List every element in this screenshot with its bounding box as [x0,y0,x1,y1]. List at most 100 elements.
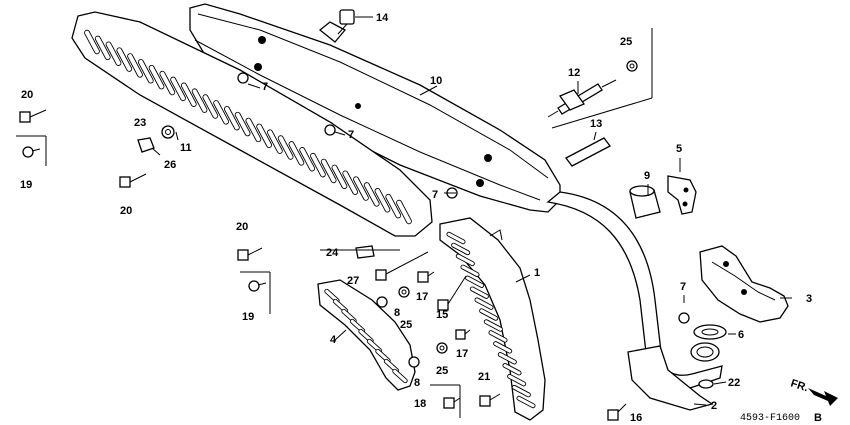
vent-slot [502,362,522,376]
vent-slot [84,29,100,55]
vent-slot [245,117,262,143]
diagram-code: 4593-F1600 B [740,412,822,424]
vent-slot [511,384,531,398]
vent-slot [310,152,326,178]
heat-guard-1-slots [446,231,536,409]
vent-slot [474,297,494,310]
gasket-6-part [693,324,727,340]
vent-slot [159,70,176,96]
vent-slot [396,199,412,225]
vent-slot [507,373,527,387]
vent-slot [385,193,402,219]
heat-guard-4-slots [324,288,408,384]
vent-slot [94,35,111,61]
vent-slot [116,47,133,72]
collar-13-part [565,137,611,167]
vent-slot [460,264,480,278]
callout-25-a: 25 [620,36,632,48]
callout-26: 26 [164,159,176,171]
vent-slot [488,330,508,343]
vent-slot [267,129,283,154]
vent-slot [353,176,369,201]
callout-9: 9 [644,170,650,182]
callout-20-a: 20 [21,89,33,101]
callout-14: 14 [376,12,389,24]
vent-slot [148,64,165,90]
vent-slot [191,88,208,113]
stud-bolt-12-part [547,79,617,118]
vent-slot [127,53,143,78]
callout-23: 23 [134,117,146,129]
vent-slot [516,395,536,409]
diagram-code-suffix: B [814,412,822,424]
vent-slot [170,76,186,102]
callout-12: 12 [568,67,580,79]
vent-slot [234,111,251,137]
vent-slot [483,319,503,332]
vent-slot [320,158,337,184]
callout-25-c: 25 [436,365,448,377]
fasteners [19,60,714,421]
bracket-5-part [667,175,697,215]
callout-4: 4 [330,334,337,346]
vent-slot [497,352,517,365]
callout-17-a: 17 [416,291,428,303]
callout-10: 10 [430,75,442,87]
vent-slot [392,368,408,384]
vent-slot [223,105,240,131]
callout-11: 11 [180,142,192,154]
front-direction-indicator: FR. [789,377,838,406]
vent-slot [479,308,499,321]
callout-20-b: 20 [120,205,132,217]
leader-lines [16,16,792,418]
vent-slot [469,286,489,299]
protector-3-part [699,245,789,323]
vent-slot [451,242,471,256]
vent-slot [493,341,513,354]
callout-15: 15 [436,309,448,321]
vent-slot [202,94,219,119]
callout-27: 27 [347,275,359,287]
callout-2: 2 [711,400,717,412]
callout-8-b: 8 [414,377,420,389]
front-arrow-icon [808,388,838,406]
vent-slot [446,231,466,245]
vent-slot [331,164,348,190]
exhaust-pipe-part [546,191,723,411]
vent-slot [137,59,154,84]
vent-slot [213,100,229,125]
callout-21: 21 [478,371,490,383]
heat-guard-11-slots [84,29,412,225]
callout-7-d: 7 [680,281,686,293]
vent-slot [455,253,475,267]
sleeve-9-part [629,185,661,219]
vent-slot [374,188,391,213]
callout-5: 5 [676,143,682,155]
vent-slot [180,82,197,107]
callout-24: 24 [326,247,339,259]
vent-slot [363,182,380,207]
callout-7-a: 7 [262,81,268,93]
callout-18: 18 [414,398,426,410]
vent-slot [256,123,273,149]
vent-slot [277,135,294,160]
callout-19-b: 19 [242,311,254,323]
callout-3: 3 [806,293,812,305]
callout-7-c: 7 [432,189,438,201]
callout-8-a: 8 [394,307,400,319]
callout-6: 6 [738,329,744,341]
callout-17-b: 17 [456,348,468,360]
callout-1: 1 [534,267,540,279]
callout-20-c: 20 [236,221,248,233]
callout-13: 13 [590,118,602,130]
muffler-part [189,3,561,213]
pipe-joint-part [690,342,720,362]
callout-19-a: 19 [20,179,32,191]
callout-22: 22 [728,377,740,389]
diagram-code-text: 4593-F1600 [740,413,800,424]
callout-labels: 1 2 3 4 5 6 7 7 7 7 8 8 9 10 11 12 13 14… [20,12,812,424]
vent-slot [342,170,359,195]
callout-16: 16 [630,412,642,424]
bolt-14-icon [337,9,355,35]
